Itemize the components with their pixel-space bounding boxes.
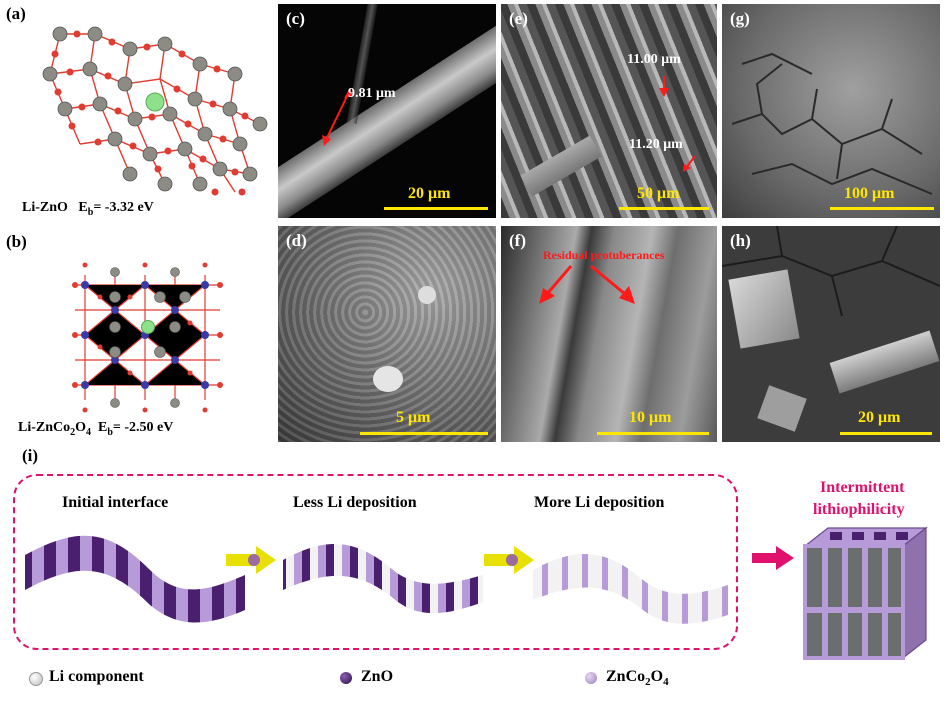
- sem-panel-g: (g) 100 μm: [722, 4, 940, 218]
- scalebar-f: [597, 432, 709, 435]
- caption-b: Li-ZnCo2O4 Eb= -2.50 eV: [18, 420, 174, 438]
- sem-panel-f: (f) Residual protuberances 10 μm: [501, 226, 717, 442]
- panel-i-label: (i): [22, 446, 39, 465]
- surface-less-li: [283, 543, 483, 614]
- arrow-to-result: [752, 546, 794, 570]
- panel-c-label: (c): [286, 9, 305, 28]
- o-atoms: [51, 30, 249, 196]
- scale-f: 10 μm: [629, 409, 672, 426]
- result-title-2: lithiophilicity: [813, 501, 905, 518]
- intermittent-cube: [803, 526, 928, 660]
- sem-panel-c: (c) 9.81 μm 20 μm: [278, 4, 496, 218]
- scale-g: 100 μm: [844, 185, 895, 202]
- sem-panel-e: (e) 11.00 μm 11.20 μm 50 μm: [501, 4, 717, 218]
- li-znco2o4-structure: [72, 262, 223, 413]
- scalebar-e: [619, 207, 709, 210]
- stage-title-1: Initial interface: [62, 494, 169, 511]
- panel-a-label: (a): [6, 4, 26, 23]
- co-atoms: [81, 281, 209, 389]
- surface-initial: [25, 535, 245, 623]
- stages-frame: [13, 474, 738, 650]
- sem-panel-h: (h) 20 μm: [722, 226, 940, 442]
- scale-d: 5 μm: [396, 409, 431, 426]
- scale-h: 20 μm: [858, 409, 901, 426]
- annotation-f: Residual protuberances: [543, 248, 665, 262]
- panel-g-label: (g): [730, 9, 750, 28]
- scale-c: 20 μm: [408, 185, 451, 202]
- arrow-e2: [683, 155, 696, 172]
- li-atom-a: [145, 92, 165, 112]
- crack-pattern-g: [731, 52, 933, 195]
- scalebar-h: [840, 432, 932, 435]
- stage-title-2: Less Li deposition: [293, 494, 417, 511]
- arrow-e1: [659, 76, 669, 97]
- scale-e: 50 μm: [637, 185, 680, 202]
- stage-title-3: More Li deposition: [534, 494, 665, 511]
- panel-e-label: (e): [509, 9, 528, 28]
- annotation-arrows-f: [539, 264, 635, 304]
- result-title-1: Intermittent: [820, 479, 905, 496]
- legend-li-dot: [29, 672, 43, 686]
- legend-znco2o4: ZnCo2O4: [606, 668, 669, 689]
- panel-d-label: (d): [286, 231, 307, 250]
- scalebar-c: [384, 207, 488, 210]
- sem-panel-d: (d) 5 μm: [278, 226, 496, 442]
- zn-atoms-b: [109, 267, 191, 408]
- caption-a: Li-ZnO Eb= -3.32 eV: [22, 200, 154, 218]
- scalebar-d: [360, 432, 488, 435]
- legend-znco2o4-dot: [585, 672, 597, 684]
- legend-zno: ZnO: [361, 668, 394, 685]
- legend-zno-dot: [340, 672, 352, 684]
- crack-pattern-h: [722, 226, 940, 317]
- o-atoms-b: [72, 262, 223, 413]
- li-zno-structure: [42, 26, 268, 196]
- measure-e1: 11.00 μm: [627, 52, 681, 67]
- arrow-stage-1: [226, 546, 276, 574]
- legend-li: Li component: [49, 668, 144, 685]
- measure-arrow-c: [322, 88, 353, 146]
- arrow-stage-2: [484, 546, 534, 574]
- surface-more-li: [533, 553, 728, 624]
- measure-c: 9.81 μm: [348, 86, 396, 101]
- li-atom-b: [141, 320, 155, 334]
- zn-atoms: [42, 26, 268, 192]
- measure-e2: 11.20 μm: [629, 137, 683, 152]
- panel-f-label: (f): [509, 231, 526, 250]
- scalebar-g: [830, 207, 934, 210]
- panel-h-label: (h): [730, 231, 751, 250]
- panel-b-label: (b): [6, 232, 27, 251]
